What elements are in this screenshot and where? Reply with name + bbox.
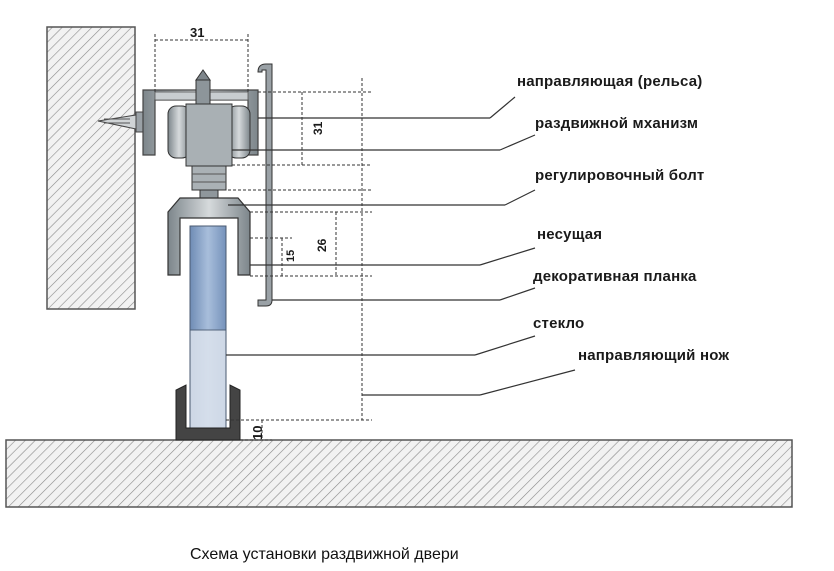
dim-floor-gap: 10 xyxy=(250,426,265,440)
dimension-lines xyxy=(154,34,372,441)
wall-screw xyxy=(97,111,145,133)
label-adjusting-bolt: регулировочный болт xyxy=(535,167,705,184)
leader-lines xyxy=(226,96,576,396)
roller-mechanism xyxy=(167,69,251,167)
diagram-caption: Схема установки раздвижной двери xyxy=(190,546,459,563)
label-decorative-strip: декоративная планка xyxy=(533,268,697,285)
dim-height-mechanism: 31 xyxy=(311,121,325,135)
carrier xyxy=(167,197,251,276)
decorative-strip xyxy=(257,63,273,307)
dim-height-carrier: 26 xyxy=(315,238,329,252)
label-carrier: несущая xyxy=(537,226,603,243)
floor xyxy=(5,439,793,508)
label-guide-knife: направляющий нож xyxy=(578,347,730,364)
dim-height-small: 15 xyxy=(285,250,297,262)
label-mechanism: раздвижной мханизм xyxy=(535,115,699,132)
floor-guide xyxy=(175,384,241,441)
dim-top-width: 31 xyxy=(190,25,204,40)
label-rail: направляющая (рельса) xyxy=(517,73,703,90)
wall xyxy=(46,26,136,310)
label-glass: стекло xyxy=(533,315,585,332)
